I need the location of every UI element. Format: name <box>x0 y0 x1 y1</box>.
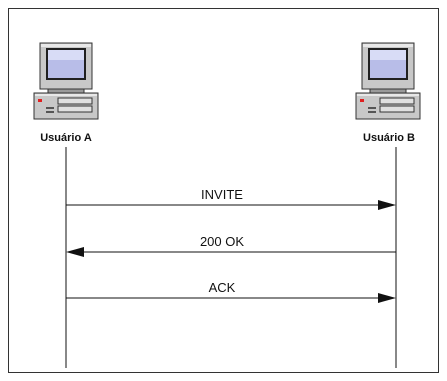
host-a: Usuário A <box>33 42 99 144</box>
message-ack: ACK <box>66 280 396 303</box>
arrowhead-right-icon <box>378 293 396 303</box>
host-b-label: Usuário B <box>363 132 415 144</box>
message-invite: INVITE <box>66 187 396 210</box>
arrowhead-right-icon <box>378 200 396 210</box>
desktop-computer-icon <box>33 42 99 120</box>
message-200-ok: 200 OK <box>66 234 396 257</box>
host-b: Usuário B <box>355 42 421 144</box>
message-label: ACK <box>209 280 236 295</box>
message-label: INVITE <box>201 187 243 202</box>
host-a-label: Usuário A <box>40 132 92 144</box>
desktop-computer-icon <box>355 42 421 120</box>
arrowhead-left-icon <box>66 247 84 257</box>
message-label: 200 OK <box>200 234 244 249</box>
